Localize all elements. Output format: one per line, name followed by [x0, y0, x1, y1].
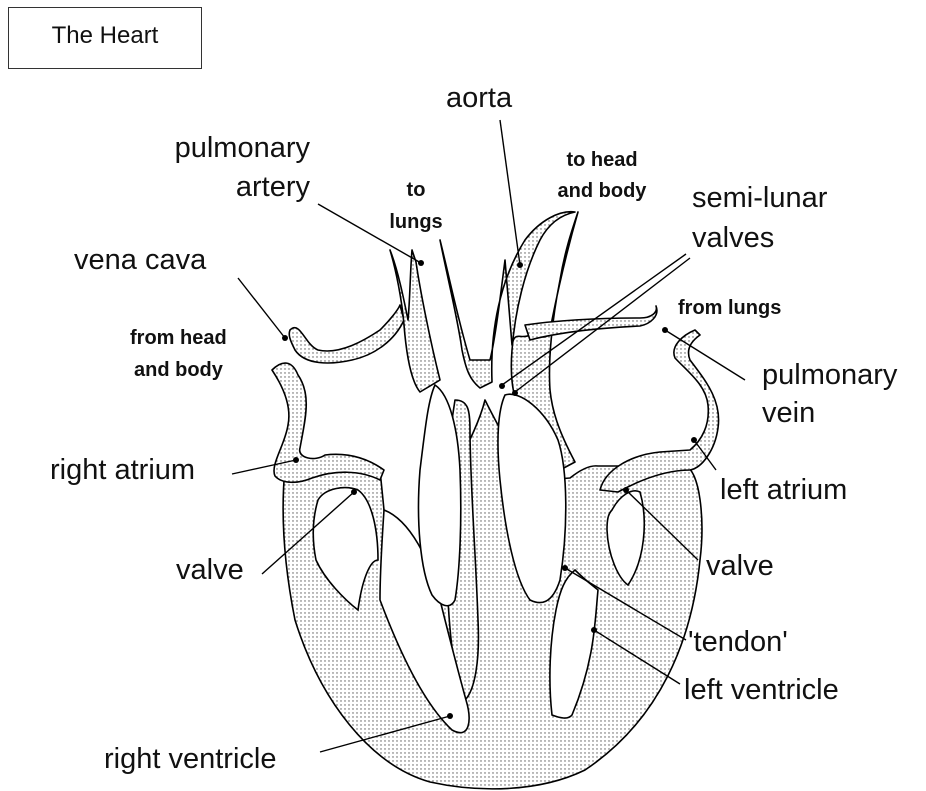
leader-aorta: [500, 120, 520, 265]
point-right-ventricle: [447, 713, 453, 719]
point-vena-cava: [282, 335, 288, 341]
point-tendon: [562, 565, 568, 571]
point-semi-lunar-1: [499, 383, 505, 389]
label-semi-lunar-line1: semi-lunar: [692, 182, 828, 214]
left-atrium-wall: [600, 330, 719, 492]
label-valve-right: valve: [176, 554, 244, 586]
label-left-ventricle: left ventricle: [684, 674, 839, 706]
label-semi-lunar-line2: valves: [692, 222, 774, 254]
leader-semi-lunar-1: [502, 254, 686, 385]
point-valve-left: [623, 487, 629, 493]
right-atrium-wall: [272, 363, 384, 482]
label-aorta: aorta: [446, 82, 513, 114]
point-aorta: [517, 262, 523, 268]
leader-vena-cava: [238, 278, 285, 338]
point-pulmonary-vein: [662, 327, 668, 333]
point-left-ventricle: [591, 627, 597, 633]
label-from-head-body-line2: and body: [134, 359, 224, 381]
label-pulmonary-artery-line2: artery: [236, 171, 311, 203]
label-tendon: 'tendon': [688, 626, 788, 658]
label-to-lungs-line2: lungs: [389, 211, 442, 233]
label-valve-left: valve: [706, 550, 774, 582]
label-from-lungs: from lungs: [678, 297, 781, 319]
label-vena-cava: vena cava: [74, 244, 207, 276]
point-right-atrium: [293, 457, 299, 463]
label-pulmonary-vein-line2: vein: [762, 397, 815, 429]
label-from-head-body-line1: from head: [130, 327, 227, 349]
label-left-atrium: left atrium: [720, 474, 847, 506]
point-left-atrium: [691, 437, 697, 443]
point-valve-right: [351, 489, 357, 495]
vena-cava-wall: [289, 305, 404, 363]
point-pulmonary-artery: [418, 260, 424, 266]
label-to-head-body-line2: and body: [558, 180, 648, 202]
point-semi-lunar-2: [512, 390, 518, 396]
label-pulmonary-artery-line1: pulmonary: [175, 132, 311, 164]
label-to-head-body-line1: to head: [566, 149, 637, 171]
label-to-lungs-line1: to: [407, 179, 426, 201]
aorta-branch-wall: [525, 306, 657, 340]
label-right-atrium: right atrium: [50, 454, 195, 486]
label-right-ventricle: right ventricle: [104, 743, 276, 775]
label-pulmonary-vein-line1: pulmonary: [762, 359, 898, 391]
